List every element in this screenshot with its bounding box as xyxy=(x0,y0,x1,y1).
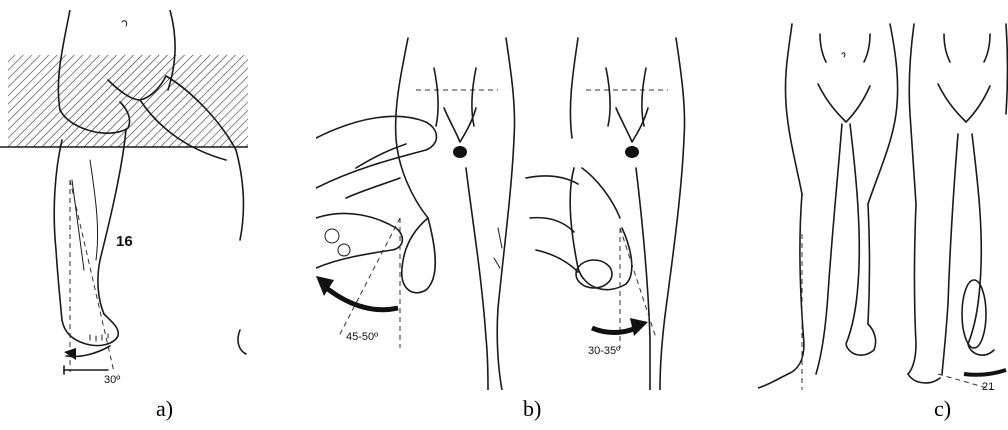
back-leg-right xyxy=(968,134,994,355)
panel-c-illustration: 21 xyxy=(758,14,1008,390)
table-hatch xyxy=(8,55,248,147)
panel-b-drawing: 45-50º 30-35º xyxy=(316,18,720,390)
rotation-arrow-right xyxy=(592,328,636,333)
panel-a-illustration: 16 30º xyxy=(0,10,248,390)
angle-label-30: 30º xyxy=(104,374,120,386)
gluteal-cleft-marker-right xyxy=(625,146,639,158)
figure-number-21-partial: 21 xyxy=(982,381,994,390)
shin-front xyxy=(54,140,62,320)
back-leg-left xyxy=(908,204,916,374)
angle-label-45-50: 45-50º xyxy=(346,331,378,343)
figure-number-16: 16 xyxy=(116,233,133,250)
caption-c: c) xyxy=(934,396,951,422)
angle-label-30-35: 30-35º xyxy=(588,345,620,357)
hand-lower-left xyxy=(316,213,402,268)
gluteal-cleft-marker-left xyxy=(453,146,467,158)
bent-leg-left xyxy=(402,218,435,293)
panel-c-drawing: 21 xyxy=(758,14,1008,390)
caption-a: a) xyxy=(156,396,173,422)
caption-b: b) xyxy=(523,396,541,422)
rotation-arrowhead xyxy=(64,348,76,360)
rotation-arrow-left xyxy=(324,286,398,310)
panel-b-illustration: 45-50º 30-35º xyxy=(316,18,720,390)
front-leg-right xyxy=(846,124,876,355)
rotation-arrow-c xyxy=(964,370,1006,375)
calf-back xyxy=(98,130,126,314)
panel-a-drawing: 16 30º xyxy=(0,10,248,390)
foot-held-left xyxy=(316,116,437,188)
